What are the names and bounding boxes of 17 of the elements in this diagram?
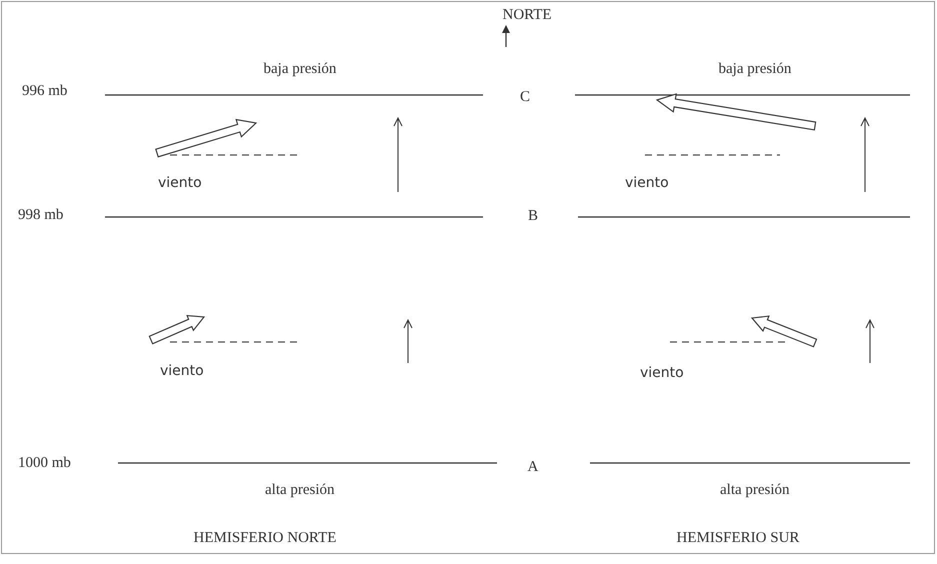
pressure-value: 998 mb: [18, 206, 64, 224]
pressure-zone-label: alta presión: [265, 481, 335, 499]
wind-label: viento: [625, 174, 669, 192]
hemisphere-label: HEMISFERIO NORTE: [194, 529, 336, 547]
pressure-zone-label: baja presión: [718, 60, 792, 78]
pressure-value: 996 mb: [22, 82, 68, 100]
wind-label: viento: [640, 364, 684, 382]
pressure-value: 1000 mb: [18, 454, 71, 472]
point-label: C: [520, 88, 530, 106]
point-label: A: [528, 458, 538, 476]
pressure-zone-label: alta presión: [720, 481, 790, 499]
hemisphere-label: HEMISFERIO SUR: [676, 529, 800, 547]
point-label: B: [528, 207, 538, 225]
direction-label: NORTE: [502, 6, 552, 24]
wind-label: viento: [158, 174, 202, 192]
pressure-zone-label: baja presión: [264, 60, 336, 78]
wind-label: viento: [160, 362, 204, 380]
